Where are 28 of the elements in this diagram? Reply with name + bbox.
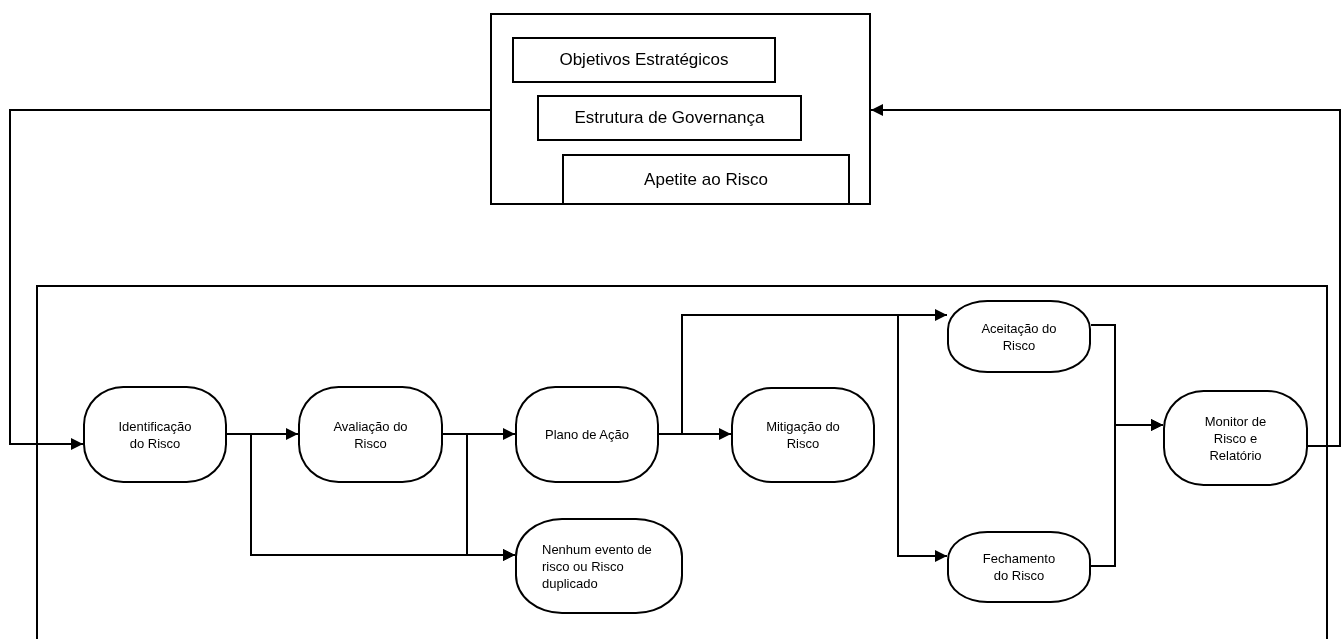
arrow	[442, 433, 516, 561]
step-label: Plano de Ação	[545, 426, 629, 443]
arrow	[870, 104, 1341, 447]
process-step	[1163, 390, 1308, 486]
arrow	[9, 109, 491, 450]
process-step	[83, 386, 227, 483]
framework-item-box	[562, 154, 850, 205]
process-step	[731, 387, 875, 483]
framework-item-box	[537, 95, 802, 141]
step-label: Objetivos Estratégicos	[559, 49, 729, 72]
arrow	[1090, 419, 1164, 567]
process-step	[947, 531, 1091, 603]
process-step	[515, 518, 683, 614]
process-step	[947, 300, 1091, 373]
step-label: Identificação do Risco	[117, 417, 193, 452]
step-label: Apetite ao Risco	[644, 168, 768, 191]
process-step	[515, 386, 659, 483]
step-label: Aceitação do Risco	[980, 319, 1058, 354]
step-label: Mitigação do Risco	[765, 418, 841, 452]
framework-box	[490, 13, 871, 205]
step-label: Monitor de Risco e Relatório	[1203, 412, 1268, 464]
process-step	[298, 386, 443, 483]
step-label: Estrutura de Governança	[574, 107, 765, 130]
step-label: Avaliação do Risco	[332, 417, 409, 452]
process-frame	[36, 285, 1328, 639]
framework-item-box	[512, 37, 776, 83]
step-label: Nenhum evento de risco ou Risco duplicado	[542, 540, 653, 592]
step-label: Fechamento do Risco	[981, 550, 1057, 584]
